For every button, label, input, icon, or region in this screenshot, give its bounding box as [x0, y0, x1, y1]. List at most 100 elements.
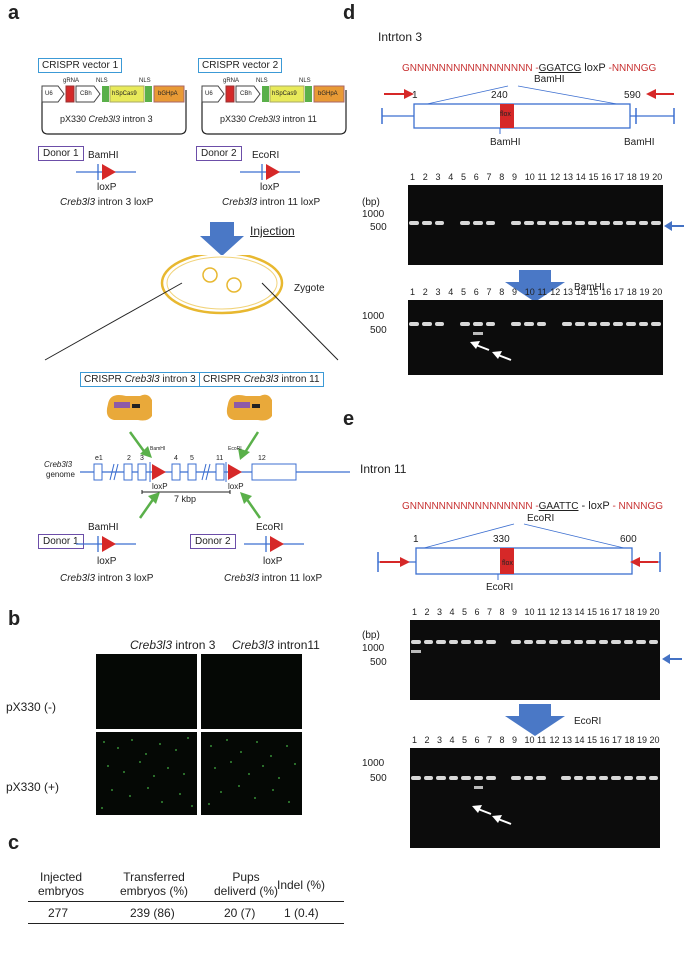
exon-2: 2 — [127, 455, 131, 462]
gel-band — [574, 221, 585, 225]
lane-label-5: 5 — [462, 607, 468, 617]
zygote-label: Zygote — [294, 283, 325, 294]
gel-band — [409, 221, 419, 225]
lane-label-18: 18 — [626, 172, 637, 182]
intron3-pos-1: 1 — [412, 90, 418, 101]
gel-band — [511, 221, 521, 225]
bamhi-digest-label: BamHI — [574, 282, 605, 293]
gel-band — [536, 221, 547, 225]
gel-band — [511, 640, 521, 644]
lane-label-19: 19 — [639, 172, 650, 182]
gel-band — [460, 221, 470, 225]
gel-d1-500: 500 — [370, 222, 387, 233]
gel-band — [472, 221, 483, 225]
gel-band — [586, 776, 596, 780]
gel-band — [600, 322, 610, 326]
lane-label-15: 15 — [588, 172, 599, 182]
gel-band — [573, 640, 583, 644]
lane-label-15: 15 — [587, 735, 598, 745]
gel-d-undigested — [408, 185, 663, 265]
vector-2-map — [201, 85, 347, 135]
lane-label-17: 17 — [614, 172, 625, 182]
donor-2-desc-b: Creb3l3 intron 11 loxP — [224, 573, 323, 584]
header-indel: Indel (%) — [277, 878, 326, 892]
gel-d1-band-arrow — [664, 221, 684, 231]
intron11-ecori: EcoRI — [486, 582, 514, 593]
gel-band — [561, 776, 571, 780]
crispr-intron3-label: CRISPR Creb3l3 intron 3 — [80, 372, 200, 387]
gel-band-cut — [473, 786, 483, 789]
gel-band — [625, 322, 636, 326]
intron3-bamhi-2: BamHI — [624, 137, 655, 148]
intron11-title: Intron 11 — [360, 462, 407, 476]
lane-label-17: 17 — [612, 735, 623, 745]
lane-label-7: 7 — [487, 735, 493, 745]
genome-bamhi: BamHI — [150, 446, 166, 452]
lane-label-2: 2 — [422, 172, 428, 182]
vector-1-map — [41, 85, 187, 135]
gel-e-digested — [410, 748, 660, 848]
grna-label-2: gRNA — [223, 78, 240, 84]
lane-label-17: 17 — [612, 607, 623, 617]
intron11-pos-1: 1 — [413, 534, 419, 545]
gel-band — [448, 776, 458, 780]
lane-label-14: 14 — [574, 735, 585, 745]
exon-11: 11 — [216, 455, 224, 462]
loxp-label-3: loxP — [97, 556, 117, 567]
gel-band — [473, 776, 483, 780]
lane-label-9: 9 — [512, 735, 518, 745]
micrograph-intron11-minus — [201, 654, 302, 729]
gel-e2-500: 500 — [370, 773, 387, 784]
gel-d-digested — [408, 300, 663, 375]
gel-band — [636, 776, 646, 780]
lane-label-7: 7 — [486, 287, 492, 297]
gel-band — [486, 640, 496, 644]
gel-band — [574, 322, 585, 326]
gel-band — [460, 322, 470, 326]
gel-band — [623, 640, 633, 644]
lane-label-8: 8 — [499, 607, 505, 617]
gel-band — [434, 221, 445, 225]
genome-loxp-2: loxP — [228, 482, 244, 491]
bamhi-label-1: BamHI — [88, 150, 119, 161]
lane-label-10: 10 — [524, 735, 535, 745]
lane-label-16: 16 — [601, 287, 612, 297]
loxp-donor-1b — [76, 536, 136, 552]
cbh-label-2: CBh — [240, 91, 252, 97]
intron3-bamhi-1: BamHI — [490, 137, 521, 148]
gel-band — [611, 776, 621, 780]
lane-label-13: 13 — [562, 607, 573, 617]
lane-label-17: 17 — [614, 287, 625, 297]
zygote-diagram — [44, 255, 339, 361]
gel-e-undigested — [410, 620, 660, 700]
gel-band — [485, 221, 496, 225]
exon-5: 5 — [190, 455, 194, 462]
ecori-digest-arrow — [505, 704, 565, 736]
gel-band — [598, 640, 608, 644]
lane-label-13: 13 — [562, 735, 573, 745]
gel-band — [448, 640, 458, 644]
intron11-pos-600: 600 — [620, 534, 637, 545]
gel-e1-bp: (bp) — [362, 630, 380, 641]
donor-2-desc: Creb3l3 intron 11 loxP — [222, 197, 321, 208]
lane-label-4: 4 — [448, 287, 454, 297]
lane-label-6: 6 — [474, 735, 480, 745]
gel-d1-bp: (bp) — [362, 197, 380, 208]
micrograph-intron3-minus — [96, 654, 197, 729]
donor-1-label: Donor 1 — [38, 146, 84, 161]
gel-band — [421, 322, 432, 326]
lane-label-3: 3 — [437, 735, 443, 745]
gel-band — [611, 640, 621, 644]
gel-band — [461, 640, 471, 644]
intron3-map — [381, 85, 675, 134]
gel-band — [598, 776, 608, 780]
lane-label-5: 5 — [461, 172, 467, 182]
bgh-label: bGHpA — [158, 91, 178, 97]
seven-kbp-label: 7 kbp — [174, 494, 197, 504]
lane-label-13: 13 — [563, 287, 574, 297]
injection-label: Injection — [250, 224, 295, 238]
